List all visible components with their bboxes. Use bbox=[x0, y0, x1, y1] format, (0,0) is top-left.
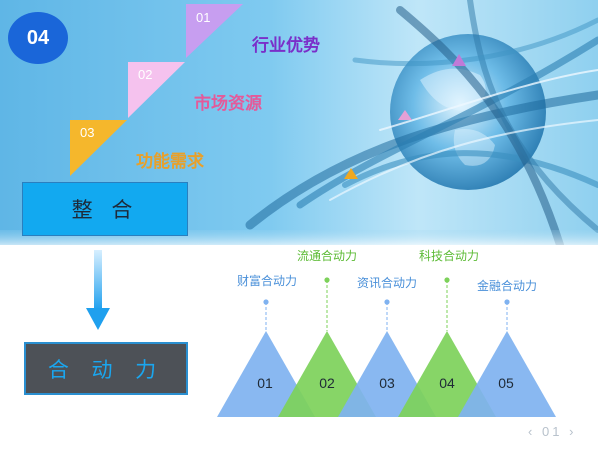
triangle-number: 05 bbox=[498, 375, 514, 391]
triangle-number: 03 bbox=[379, 375, 395, 391]
triangle-stem-dot bbox=[444, 277, 450, 283]
integrate-box: 整 合 bbox=[22, 182, 188, 236]
step-label-industry-advantage: 行业优势 bbox=[252, 36, 320, 56]
triangle-number: 02 bbox=[319, 375, 335, 391]
step-03-shape bbox=[70, 120, 127, 176]
step-number: 02 bbox=[138, 67, 153, 82]
power-label-information: 资讯合动力 bbox=[356, 276, 418, 290]
step-02-shape bbox=[128, 62, 185, 118]
triangle-number: 01 bbox=[257, 375, 273, 391]
next-page-icon[interactable]: › bbox=[569, 424, 577, 439]
orange-triangle-marker bbox=[344, 168, 358, 179]
section-badge: 04 bbox=[8, 12, 68, 64]
down-arrow-icon bbox=[86, 250, 110, 330]
step-label-market-resources: 市场资源 bbox=[194, 94, 262, 114]
power-label-wealth: 财富合动力 bbox=[236, 274, 298, 288]
purple-triangle-marker bbox=[452, 54, 466, 66]
power-label-technology: 科技合动力 bbox=[418, 249, 480, 263]
power-label-finance: 金融合动力 bbox=[476, 279, 538, 293]
triangle-stem-dot bbox=[263, 299, 269, 305]
synergy-box: 合 动 力 bbox=[24, 342, 188, 395]
synergy-triangle-5 bbox=[458, 331, 556, 417]
triangle-stem-dot bbox=[504, 299, 510, 305]
prev-page-icon[interactable]: ‹ bbox=[528, 424, 536, 439]
pink-triangle-marker bbox=[398, 110, 412, 120]
triangle-stem-dot bbox=[384, 299, 390, 305]
power-label-circulation: 流通合动力 bbox=[296, 249, 358, 263]
pager: ‹ 01 › bbox=[528, 424, 576, 439]
step-01-shape bbox=[186, 4, 243, 58]
step-label-functional-needs: 功能需求 bbox=[136, 152, 204, 172]
triangle-stem-dot bbox=[324, 277, 330, 283]
page-number: 01 bbox=[541, 424, 563, 439]
step-number: 03 bbox=[80, 125, 95, 140]
step-number: 01 bbox=[196, 10, 211, 25]
triangle-number: 04 bbox=[439, 375, 455, 391]
